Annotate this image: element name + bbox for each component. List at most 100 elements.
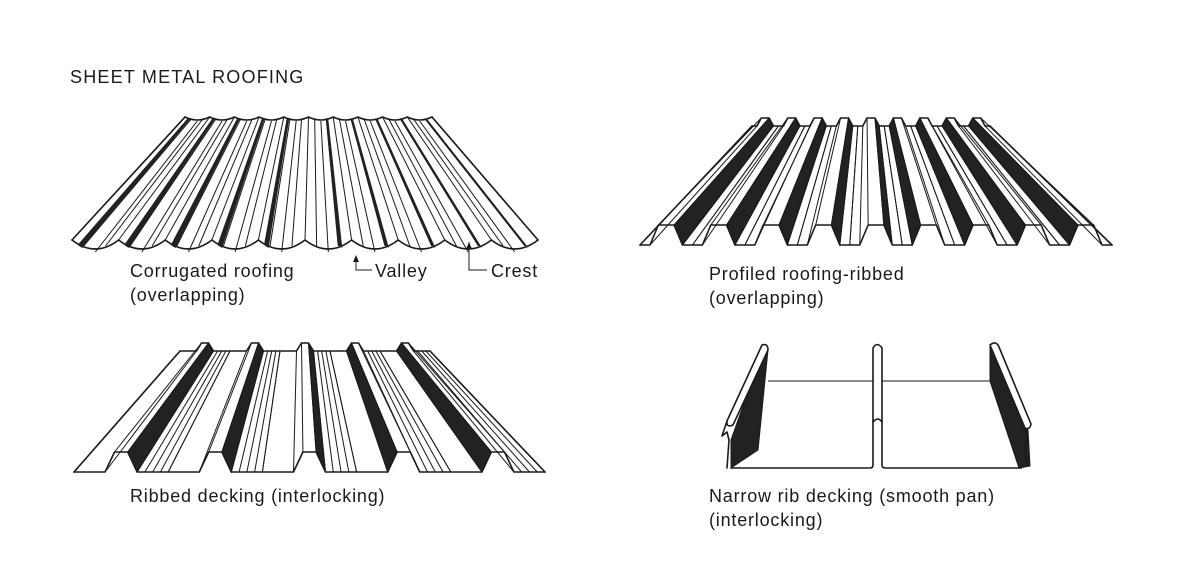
valley-arrow-icon: [353, 255, 359, 262]
profile-line: [396, 350, 483, 473]
pan-line: [246, 350, 273, 473]
corrugation-line: [345, 120, 376, 253]
pan-line: [159, 350, 227, 473]
profile-line: [127, 342, 209, 453]
corrugation-line: [198, 118, 253, 247]
profile-line: [208, 342, 252, 453]
profile-line: [710, 117, 789, 226]
narrow-rib-caption-line2: (interlocking): [709, 510, 824, 530]
corrugation-line: [244, 118, 278, 247]
corrugation-line: [413, 118, 504, 247]
right-seam-lip: [989, 342, 1032, 430]
profile-line: [905, 125, 946, 246]
left-side-edge: [73, 350, 181, 473]
crest-line: [118, 116, 211, 241]
crest-line: [164, 116, 235, 241]
profiled-ribbed-caption-line2: (overlapping): [709, 288, 825, 308]
profile-line: [313, 350, 327, 473]
center-rib: [872, 343, 883, 423]
corrugation-line: [320, 120, 329, 253]
pan-line: [325, 350, 350, 473]
crest-line: [406, 116, 492, 241]
pan-line: [371, 350, 436, 473]
valley-callout-label: Valley: [375, 261, 428, 281]
profile-line: [915, 125, 966, 246]
corrugation-shadow: [399, 118, 483, 248]
narrow-rib-caption-line1: Narrow rib decking (smooth pan): [709, 486, 995, 506]
back-profile-edge: [179, 342, 431, 352]
profile-line: [692, 125, 779, 246]
corrugation-line: [388, 118, 457, 247]
pan-line: [144, 350, 219, 473]
profile-line: [839, 125, 854, 246]
crest-line: [431, 116, 539, 241]
corrugation-line: [314, 118, 318, 247]
corrugated-caption: Corrugated roofing (overlapping): [130, 259, 295, 307]
ribbed-decking-caption: Ribbed decking (interlocking): [130, 486, 386, 506]
profile-line: [329, 350, 358, 473]
profile-line: [968, 125, 1070, 246]
profile-line: [308, 342, 317, 453]
corrugation-line: [369, 120, 422, 253]
profile-line: [230, 350, 264, 473]
back-profile-edge: [751, 117, 991, 127]
pan-line: [254, 350, 277, 473]
crest-callout-label: Crest: [491, 261, 539, 281]
crest-line: [332, 116, 353, 241]
pan-line: [425, 350, 538, 473]
profile-line: [136, 350, 214, 473]
corrugation-line: [151, 118, 228, 247]
corrugation-shadow: [170, 118, 240, 248]
right-seam-hook: [1023, 427, 1029, 463]
corrugation-shadow: [424, 118, 529, 248]
left-seam-hook: [721, 420, 730, 469]
profile-line: [972, 117, 1079, 226]
profile-line: [351, 342, 398, 453]
profile-line: [292, 350, 297, 473]
profile-line: [849, 125, 859, 246]
corrugation-line: [105, 118, 204, 247]
profile-line: [198, 350, 247, 473]
profile-line: [379, 350, 452, 473]
profile-line: [815, 117, 842, 226]
corrugation-shadow: [77, 118, 191, 248]
profile-line: [941, 125, 1018, 246]
pan-line: [367, 350, 428, 473]
crest-line: [382, 116, 446, 241]
corrugation-line: [188, 120, 248, 253]
profile-line: [762, 117, 815, 226]
profile-line: [744, 125, 806, 246]
profile-line: [910, 125, 956, 246]
corrugation-line: [141, 120, 223, 253]
profile-line: [936, 125, 1008, 246]
corrugation-shadow: [263, 118, 290, 248]
crest-line: [304, 116, 309, 241]
pan-line: [321, 350, 342, 473]
corrugation-line: [94, 120, 198, 253]
crest-line: [71, 116, 186, 241]
corrugation-line: [234, 120, 272, 253]
profile-line: [261, 350, 281, 473]
profile-line: [874, 117, 885, 226]
profile-line: [945, 117, 1026, 226]
profiled-ribbed-caption-line1: Profiled roofing-ribbed: [709, 264, 905, 284]
corrugation-line: [291, 118, 303, 247]
profile-line: [673, 117, 770, 226]
corrugation-shadow: [217, 118, 265, 248]
pan-line: [317, 350, 334, 473]
left-side-edge: [639, 125, 753, 246]
front-profile-edge: [639, 224, 1113, 246]
profile-line: [401, 342, 492, 453]
corrugation-line: [222, 118, 266, 247]
corrugation-line: [281, 120, 297, 253]
front-profile-edge: [73, 451, 546, 473]
profile-line: [796, 125, 832, 246]
profile-line: [883, 125, 903, 246]
corrugation-line: [269, 118, 291, 247]
crest-callout-line: [468, 242, 487, 271]
pan-line: [238, 350, 269, 473]
